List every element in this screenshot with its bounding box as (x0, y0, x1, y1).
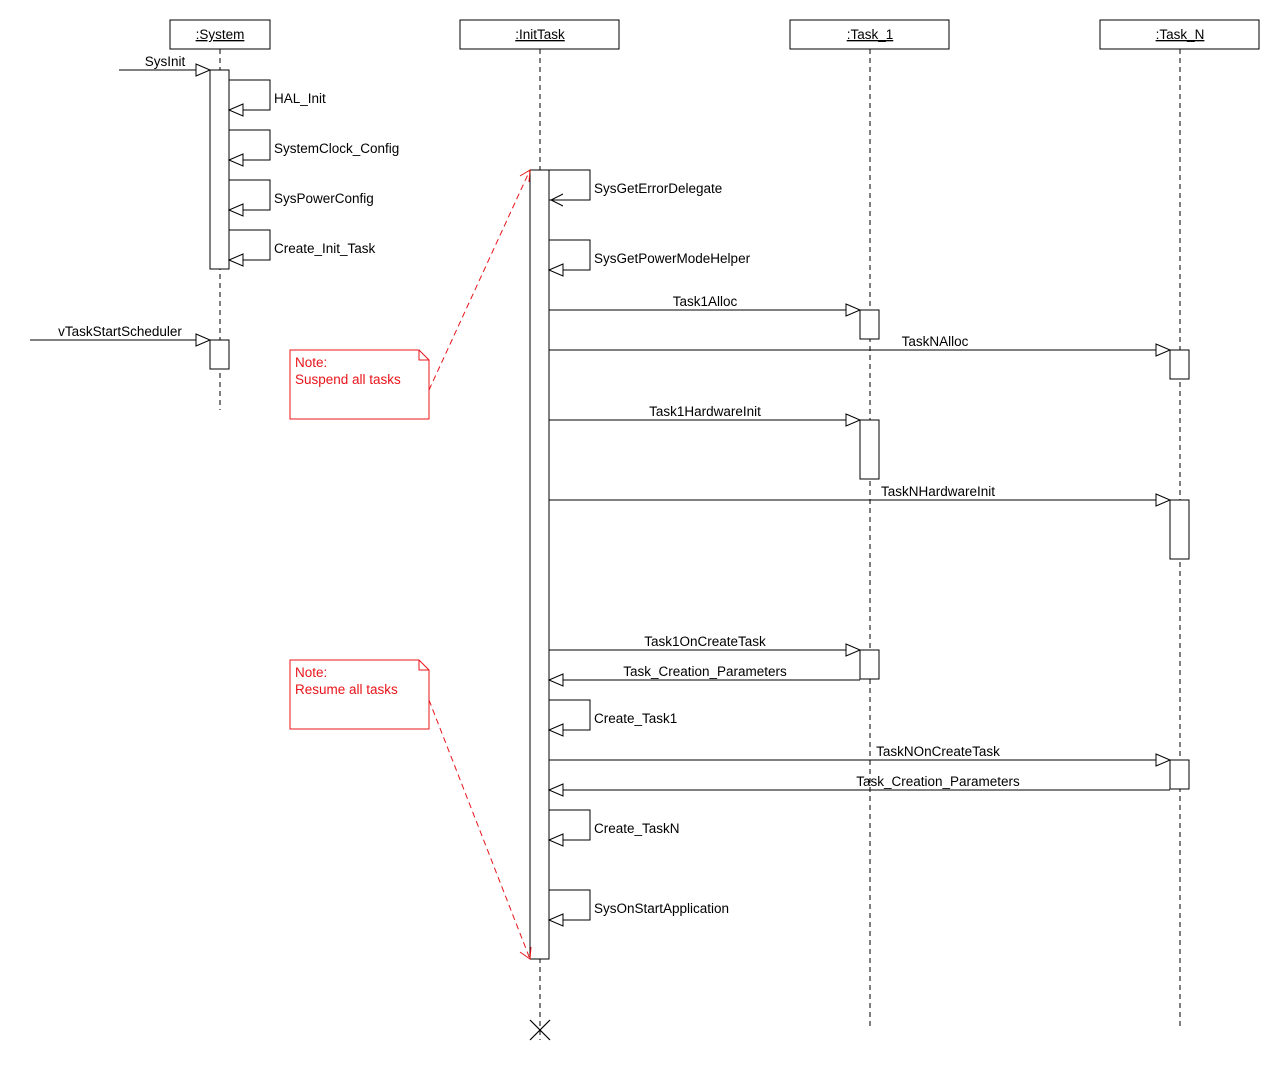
participant-inittask-label: :InitTask (515, 27, 565, 42)
activation-task1-3 (859, 649, 880, 680)
self-message-create-init-task: Create_Init_Task (227, 229, 376, 267)
message-tasknalloc-label: TaskNAlloc (902, 334, 969, 349)
self-message-sysonstartapplication: SysOnStartApplication (547, 889, 729, 927)
note-resume-connector (428, 699, 531, 960)
note-resume-arrowhead-icon (519, 946, 532, 960)
self-message-hal-init-label: HAL_Init (274, 91, 326, 106)
participant-system: :System (169, 19, 271, 50)
found-message-sysinit-label: SysInit (145, 54, 186, 69)
self-message-systemclock-config-label: SystemClock_Config (274, 141, 399, 156)
activation-taskn-2 (1169, 499, 1190, 560)
self-message-create-taskn: Create_TaskN (547, 809, 680, 847)
activation-system-2 (209, 339, 230, 370)
activation-task1-2 (859, 419, 880, 480)
found-message-sysinit: SysInit (119, 54, 212, 77)
activation-system-1 (209, 69, 230, 270)
message-task1-creation-parameters: Task_Creation_Parameters (547, 664, 860, 687)
participant-taskn-label: :Task_N (1156, 27, 1205, 42)
message-task1hardwareinit-label: Task1HardwareInit (649, 404, 761, 419)
found-message-vtaskstartscheduler-label: vTaskStartScheduler (58, 324, 182, 339)
note-suspend-title: Note: (295, 355, 327, 370)
message-tasknhardwareinit-label: TaskNHardwareInit (881, 484, 995, 499)
self-message-sysgeterrordelegate: SysGetErrorDelegate (549, 169, 722, 207)
activation-inittask (529, 169, 550, 960)
message-tasknoncreatetask: TaskNOnCreateTask (549, 744, 1172, 767)
message-task1hardwareinit: Task1HardwareInit (549, 404, 862, 427)
message-taskn-creation-parameters: Task_Creation_Parameters (547, 774, 1170, 797)
message-tasknalloc: TaskNAlloc (549, 334, 1172, 357)
found-message-vtaskstartscheduler: vTaskStartScheduler (30, 324, 212, 347)
self-message-sysgetpowermodehelper: SysGetPowerModeHelper (547, 239, 751, 277)
message-task1-creation-parameters-label: Task_Creation_Parameters (623, 664, 787, 679)
participant-task1: :Task_1 (789, 19, 950, 50)
self-message-syspowerconfig: SysPowerConfig (227, 179, 374, 217)
self-message-create-init-task-label: Create_Init_Task (274, 241, 376, 256)
note-suspend-text: Suspend all tasks (295, 372, 401, 387)
message-task1oncreatetask-label: Task1OnCreateTask (644, 634, 766, 649)
activation-task1-1 (859, 309, 880, 340)
participant-inittask: :InitTask (459, 19, 620, 50)
message-task1oncreatetask: Task1OnCreateTask (549, 634, 862, 657)
message-tasknhardwareinit: TaskNHardwareInit (549, 484, 1172, 507)
participant-task1-label: :Task_1 (847, 27, 894, 42)
activation-taskn-1 (1169, 349, 1190, 380)
message-taskn-creation-parameters-label: Task_Creation_Parameters (856, 774, 1020, 789)
destroy-inittask-icon (529, 1019, 551, 1041)
message-task1alloc-label: Task1Alloc (673, 294, 738, 309)
self-message-sysgeterrordelegate-label: SysGetErrorDelegate (594, 181, 722, 196)
self-message-create-task1-label: Create_Task1 (594, 711, 677, 726)
note-resume-text: Resume all tasks (295, 682, 398, 697)
note-resume-all-tasks: Note: Resume all tasks (289, 659, 532, 960)
message-task1alloc: Task1Alloc (549, 294, 862, 317)
message-tasknoncreatetask-label: TaskNOnCreateTask (876, 744, 1000, 759)
note-suspend-arrowhead-icon (519, 169, 531, 183)
participant-system-label: :System (196, 27, 245, 42)
self-message-systemclock-config: SystemClock_Config (227, 129, 399, 167)
note-suspend-connector (428, 169, 531, 391)
self-message-syspowerconfig-label: SysPowerConfig (274, 191, 374, 206)
self-message-create-taskn-label: Create_TaskN (594, 821, 680, 836)
self-message-sysgetpowermodehelper-label: SysGetPowerModeHelper (594, 251, 751, 266)
self-message-hal-init: HAL_Init (227, 79, 326, 117)
self-message-create-task1: Create_Task1 (547, 699, 677, 737)
participant-taskn: :Task_N (1099, 19, 1260, 50)
self-message-sysonstartapplication-label: SysOnStartApplication (594, 901, 729, 916)
note-suspend-all-tasks: Note: Suspend all tasks (289, 169, 531, 420)
activation-taskn-3 (1169, 759, 1190, 790)
note-resume-title: Note: (295, 665, 327, 680)
